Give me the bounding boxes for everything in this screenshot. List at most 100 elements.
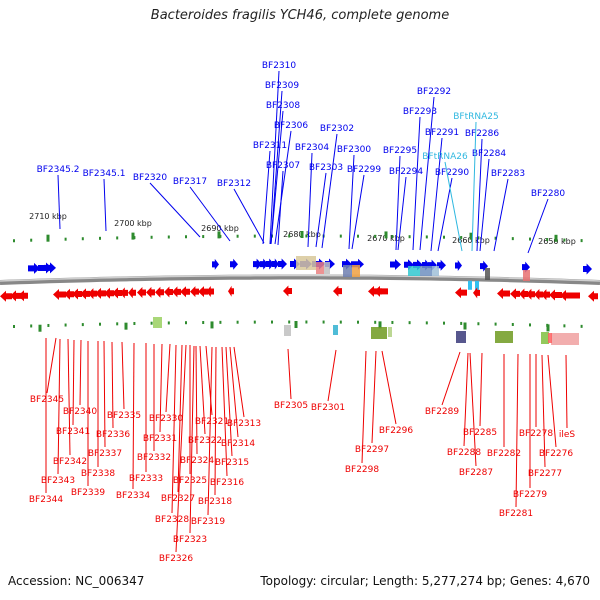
- scale-tick: [133, 322, 136, 326]
- reverse-gene-label-bf2335: BF2335: [107, 411, 141, 421]
- scale-tick: [185, 235, 187, 239]
- reverse-gene-arrow: [137, 287, 146, 299]
- forward-gene-label-bf2310: BF2310: [262, 61, 297, 71]
- scale-tick: [546, 238, 549, 242]
- forward-gene-arrow: [230, 258, 238, 270]
- reverse-gene-label-bf2301: BF2301: [311, 403, 345, 413]
- scale-tick: [374, 234, 377, 238]
- reverse-gene-label-bf2285: BF2285: [463, 428, 497, 438]
- scale-tick: [185, 321, 187, 325]
- forward-gene-label-bf2311: BF2311: [253, 141, 287, 151]
- major-tick: [300, 231, 304, 239]
- ruler-label: 2660 kbp: [452, 236, 490, 245]
- forward-leader-line: [348, 154, 355, 250]
- scale-tick: [202, 235, 205, 239]
- forward-gene-arrow: [455, 260, 462, 272]
- reverse-gene-label-bf2333: BF2333: [129, 474, 163, 484]
- scale-tick: [529, 237, 531, 241]
- scale-tick: [167, 321, 170, 325]
- scale-tick: [81, 237, 84, 241]
- reverse-gene-arrow: [534, 288, 543, 300]
- reverse-leader-line: [371, 350, 377, 444]
- reverse-leader-line: [479, 352, 483, 427]
- forward-gene-label-bf2291: BF2291: [425, 128, 459, 138]
- scale-tick: [167, 235, 170, 239]
- reverse-gene-label-bf2336: BF2336: [96, 430, 131, 440]
- forward-gene-arrow: [44, 262, 56, 274]
- feature-block: [420, 266, 432, 276]
- reverse-gene-arrow: [510, 288, 520, 300]
- forward-gene-arrow: [480, 260, 488, 272]
- major-tick: [463, 322, 467, 330]
- reverse-leader-line: [72, 339, 75, 426]
- forward-leader-line: [479, 158, 490, 252]
- feature-block: [371, 327, 387, 339]
- reverse-gene-arrow: [526, 288, 535, 300]
- major-tick: [46, 234, 50, 242]
- feature-block: [485, 268, 490, 280]
- scale-tick: [305, 320, 308, 324]
- reverse-gene-label-bf2316: BF2316: [210, 478, 245, 488]
- forward-leader-line: [527, 198, 549, 254]
- scale-tick: [236, 320, 239, 324]
- forward-gene-label-bf2280: BF2280: [531, 189, 566, 199]
- forward-gene-label-bf2292: BF2292: [417, 87, 451, 97]
- reverse-gene-arrow: [112, 287, 122, 299]
- reverse-gene-label-bf2305: BF2305: [274, 401, 308, 411]
- reverse-leader-line: [547, 354, 557, 448]
- forward-gene-arrow: [583, 263, 592, 275]
- reverse-gene-label-bf2321: BF2321: [195, 417, 229, 427]
- reverse-leader-line: [469, 352, 477, 467]
- scale-tick: [460, 236, 463, 240]
- reverse-gene-label-bf2324: BF2324: [180, 456, 215, 466]
- scale-tick: [116, 322, 119, 326]
- major-tick: [217, 231, 221, 239]
- scale-tick: [219, 320, 222, 324]
- reverse-leader-line: [361, 350, 367, 464]
- reverse-leader-line: [225, 346, 233, 457]
- reverse-gene-label-bf2276: BF2276: [539, 449, 574, 459]
- scale-tick: [64, 237, 67, 241]
- forward-leader-line: [270, 110, 284, 245]
- forward-gene-label-bf2345-1: BF2345.1: [83, 169, 126, 179]
- forward-gene-label-bf2307: BF2307: [266, 161, 300, 171]
- scale-tick: [30, 324, 33, 328]
- forward-leader-line: [476, 138, 483, 252]
- feature-block: [541, 332, 549, 344]
- trna-gene-mark: [468, 280, 472, 290]
- reverse-gene-arrow: [455, 287, 467, 299]
- reverse-gene-label-bf2343: BF2343: [41, 476, 75, 486]
- scale-tick: [236, 234, 239, 238]
- forward-leader-line: [233, 188, 265, 244]
- reverse-gene-label-bf2340: BF2340: [63, 407, 98, 417]
- forward-gene-arrow: [212, 258, 219, 270]
- ruler-label: 2710 kbp: [29, 212, 67, 221]
- reverse-leader-line: [111, 341, 114, 429]
- forward-leader-line: [412, 116, 421, 251]
- feature-block: [523, 270, 530, 281]
- scale-tick: [357, 234, 359, 238]
- genome-backbone-highlight: [0, 274, 600, 282]
- scale-tick: [47, 323, 50, 327]
- genome-stats-text: Topology: circular; Length: 5,277,274 bp…: [260, 574, 590, 588]
- reverse-gene-arrow: [88, 288, 97, 300]
- scale-tick: [529, 323, 531, 327]
- major-tick: [38, 324, 42, 332]
- scale-tick: [425, 235, 428, 239]
- forward-leader-line: [57, 174, 61, 230]
- forward-gene-arrow: [290, 258, 300, 270]
- forward-gene-arrow: [390, 259, 401, 271]
- scale-tick: [253, 234, 256, 238]
- reverse-leader-line: [441, 351, 461, 406]
- reverse-leader-line: [159, 343, 163, 433]
- major-tick: [546, 324, 550, 332]
- feature-block: [551, 333, 579, 345]
- forward-gene-label-bf2312: BF2312: [217, 179, 251, 189]
- feature-block: [548, 333, 552, 343]
- forward-gene-label-bf2345-2: BF2345.2: [37, 165, 80, 175]
- forward-gene-label-bf2283: BF2283: [491, 169, 525, 179]
- reverse-gene-label-bf2331: BF2331: [143, 434, 177, 444]
- reverse-gene-label-bf2332: BF2332: [137, 453, 171, 463]
- reverse-leader-line: [175, 344, 187, 553]
- reverse-gene-label-bf2318: BF2318: [198, 497, 233, 507]
